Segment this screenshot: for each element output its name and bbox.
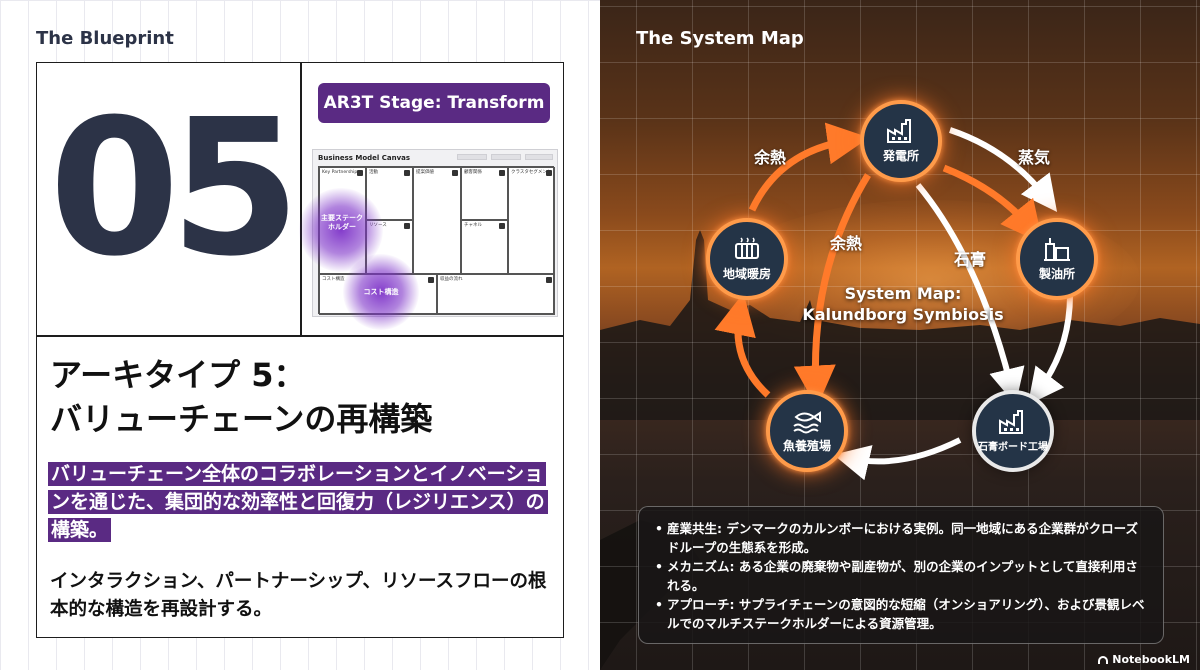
flow-arrows <box>714 122 1073 481</box>
heading-line-1: アーキタイプ 5： <box>50 356 306 394</box>
heading-line-2: バリューチェーンの再構築 <box>50 400 433 438</box>
radiator-icon <box>735 237 759 259</box>
info-item: アプローチ: サプライチェーンの意図的な短縮（オンショアリング）、および景観レベ… <box>655 595 1149 633</box>
check-icon <box>404 170 410 176</box>
bmc-cell-label: コスト構造 <box>322 277 345 282</box>
node-power-plant: 発電所 <box>860 100 942 182</box>
gift-icon <box>452 170 458 176</box>
info-item: メカニズム: ある企業の廃棄物や副産物が、別の企業のインプットとして直接利用され… <box>655 557 1149 595</box>
notebooklm-brand: NotebookLM <box>1098 653 1190 666</box>
node-label: 地域暖房 <box>722 267 771 281</box>
info-item: 産業共生: デンマークのカルンボーにおける実例。同一地域にある企業群がクローズド… <box>655 519 1149 557</box>
bmc-cell-channels: チャネル <box>461 220 508 274</box>
node-label: 魚養殖場 <box>782 439 831 453</box>
bmc-cell-label: 顧客関係 <box>464 170 482 175</box>
highlight-glow-cost <box>343 254 419 330</box>
highlight-label-cost: コスト構造 <box>363 288 399 296</box>
blueprint-panel: The Blueprint 05 AR3T Stage: Transform B… <box>0 0 600 670</box>
highlight-label-stakeholders: 主要ステーク ホルダー <box>321 214 363 231</box>
node-label: 製油所 <box>1038 267 1075 281</box>
bmc-meta-field <box>457 154 487 160</box>
node-district-heating: 地域暖房 <box>706 218 788 300</box>
bmc-cell-label: クラスタセグメント <box>511 170 552 175</box>
notebooklm-logo-icon <box>1098 655 1109 664</box>
center-label-line-1: System Map: <box>844 284 962 303</box>
bmc-cell-label: 提案価値 <box>416 170 434 175</box>
system-map-center-label: System Map: Kalundborg Symbiosis <box>778 283 1028 325</box>
blueprint-title: The Blueprint <box>36 28 174 49</box>
bmc-meta-field <box>525 154 553 160</box>
highlight-text: バリューチェーン全体のコラボレーションとイノベーションを通じた、集団的な効率性と… <box>48 462 548 542</box>
bmc-meta-field <box>491 154 521 160</box>
bmc-cell-label: 収益の流れ <box>440 277 463 282</box>
factory-icon <box>404 223 410 229</box>
archetype-heading: アーキタイプ 5： バリューチェーンの再構築 <box>50 353 432 441</box>
node-label: 石膏ボード工場 <box>978 442 1048 453</box>
money-icon <box>546 277 552 283</box>
system-map-panel: The System Map 余熱 蒸気 余熱 石膏 System Map: K… <box>600 0 1200 670</box>
info-list: 産業共生: デンマークのカルンボーにおける実例。同一地域にある企業群がクローズド… <box>655 519 1149 633</box>
bmc-title: Business Model Canvas <box>318 154 411 162</box>
fish-icon <box>793 411 821 434</box>
center-label-line-2: Kalundborg Symbiosis <box>802 305 1004 324</box>
bmc-cell-revenue: 収益の流れ <box>437 274 555 315</box>
edge-label-heat-top: 余熱 <box>754 148 787 167</box>
bmc-cell-value-prop: 提案価値 <box>413 167 461 274</box>
bmc-cell-customer-relations: 顧客関係 <box>461 167 508 220</box>
highlight-statement: バリューチェーン全体のコラボレーションとイノベーションを通じた、集団的な効率性と… <box>48 460 552 544</box>
archetype-number: 05 <box>49 79 301 298</box>
factory-icon <box>887 119 911 143</box>
system-map-title: The System Map <box>636 28 804 49</box>
node-gypsum-factory: 石膏ボード工場 <box>972 390 1054 472</box>
bmc-cell-label: 活動 <box>369 170 378 175</box>
bmc-cell-label: チャネル <box>464 223 482 228</box>
refinery-icon <box>1044 238 1070 261</box>
edge-label-steam: 蒸気 <box>1018 148 1051 167</box>
edge-label-gypsum: 石膏 <box>954 250 987 269</box>
node-refinery: 製油所 <box>1016 218 1098 300</box>
node-label: 発電所 <box>882 149 919 163</box>
edge-label-heat-center: 余熱 <box>830 234 863 253</box>
link-icon <box>357 170 363 176</box>
frame-divider-vertical <box>300 63 302 335</box>
frame-divider-horizontal <box>37 335 563 337</box>
bmc-cell-customer-segments: クラスタセグメント <box>508 167 555 274</box>
bmc-cell-activities: 活動 <box>366 167 413 220</box>
brand-label: NotebookLM <box>1112 653 1190 666</box>
heart-icon <box>499 170 505 176</box>
business-model-canvas: Business Model Canvas Key Partnerships 活… <box>299 149 558 330</box>
tag-icon <box>428 277 434 283</box>
bmc-cell-label: Key Partnerships <box>322 170 360 175</box>
body-text: インタラクション、パートナーシップ、リソースフローの根本的な構造を再設計する。 <box>50 571 547 620</box>
users-icon <box>546 170 552 176</box>
factory-icon <box>999 410 1023 434</box>
node-fish-farm: 魚養殖場 <box>766 390 848 472</box>
info-box: 産業共生: デンマークのカルンボーにおける実例。同一地域にある企業群がクローズド… <box>638 506 1164 644</box>
stage-badge: AR3T Stage: Transform <box>318 83 550 123</box>
truck-icon <box>499 223 505 229</box>
